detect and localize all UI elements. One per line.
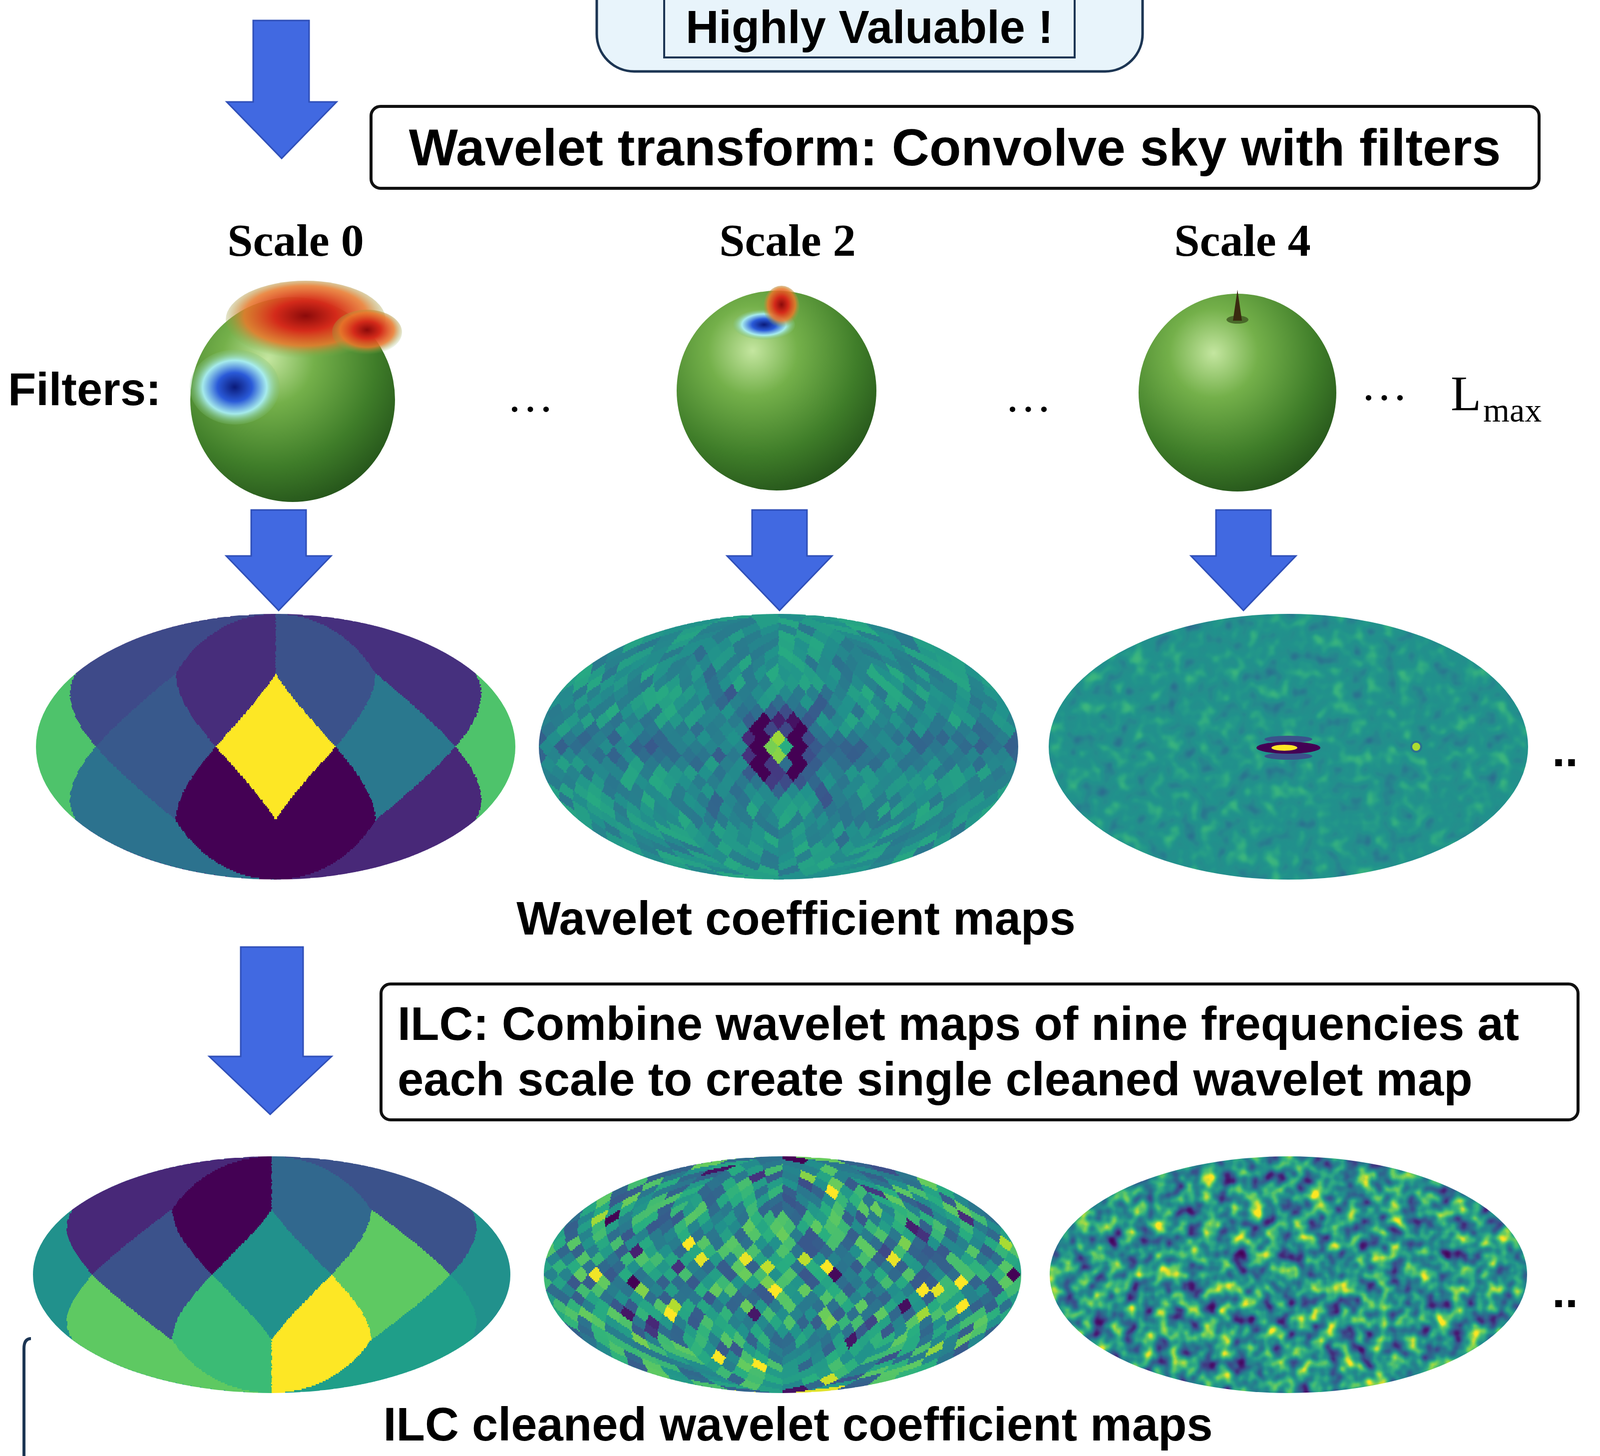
map-pixel <box>273 880 278 883</box>
flow-arrow <box>209 946 332 1115</box>
map-pixel <box>71 817 76 820</box>
flow-arrow <box>1191 509 1296 611</box>
map-pixel <box>270 880 273 883</box>
wavelet-filter-sphere <box>189 280 402 502</box>
wavelet-map <box>34 612 518 883</box>
wavelet-map <box>537 612 1021 883</box>
wavelet-filter-sphere <box>1138 289 1337 492</box>
map-pixel <box>276 880 282 883</box>
map-pixel <box>475 818 478 821</box>
wavelet-filter-sphere <box>676 285 877 491</box>
flow-arrow <box>226 20 337 159</box>
map-pixel <box>292 877 311 880</box>
map-pixel <box>476 817 480 820</box>
map-pixel <box>276 878 282 881</box>
map-pixel <box>272 880 275 883</box>
flow-arrow <box>727 509 832 611</box>
map-pixel <box>273 878 278 881</box>
flow-arrow <box>226 509 332 611</box>
map-pixel <box>242 877 260 880</box>
